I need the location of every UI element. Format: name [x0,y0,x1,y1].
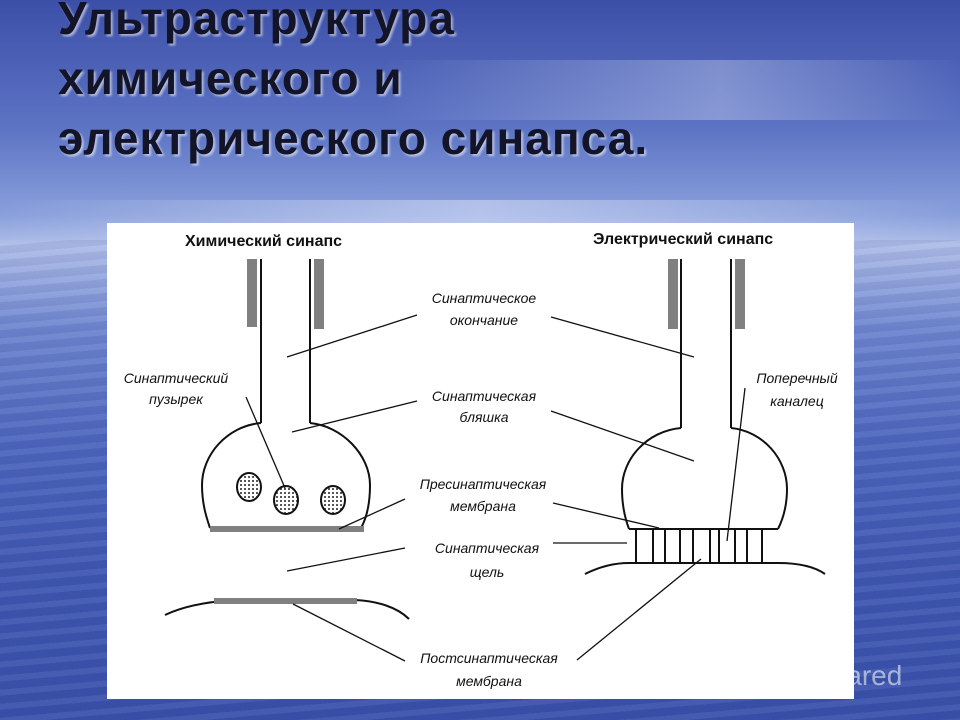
label-synaptic-vesicle: Синаптический [124,370,229,386]
diagram-panel: Химический синапс Электрический синапс [107,223,854,699]
label-presynaptic-membrane: Пресинаптическая [420,476,547,492]
label-postsynaptic-membrane: мембрана [456,673,522,689]
watermark: Shared [768,656,902,696]
leader-lines [245,314,746,662]
postsynaptic-membrane-chemical [214,598,357,604]
synaptic-vesicle [320,485,346,515]
transverse-channel [692,528,711,564]
myelin-bar-left [247,259,257,327]
watermark-text: Shared [812,660,903,691]
myelin-bar-right [735,259,745,329]
label-synaptic-terminal: Синаптическое [432,290,537,306]
synapse-diagram: Химический синапс Электрический синапс [124,231,838,689]
label-transverse-channel: Поперечный [756,370,837,386]
transverse-channel [746,528,763,564]
transverse-channel [635,528,654,564]
terminal-outline-right [730,427,789,530]
postsynaptic-outline-left [584,562,630,575]
myelin-bar-left [668,259,678,329]
presynaptic-membrane-chemical [210,526,364,532]
terminal-outline-left [200,422,262,529]
transverse-channel [664,528,681,564]
chemical-synapse-header: Химический синапс [185,233,342,250]
presentation-board-icon [769,660,803,693]
label-synaptic-terminal: окончание [450,312,518,328]
synaptic-vesicle [273,485,299,515]
label-synaptic-plaque: бляшка [460,409,509,425]
terminal-outline-left [620,427,682,530]
label-postsynaptic-membrane: Постсинаптическая [420,650,558,666]
postsynaptic-outline-right [777,562,826,575]
synaptic-vesicle [236,472,262,502]
slide-title: Ультраструктура химического и электричес… [58,0,649,164]
transverse-channel [718,528,736,564]
label-synaptic-plaque: Синаптическая [432,388,537,404]
label-synaptic-cleft: щель [470,564,505,580]
chemical-synapse [164,259,410,620]
label-synaptic-vesicle: пузырек [149,391,204,407]
electrical-synapse-header: Электрический синапс [593,231,773,248]
electrical-synapse [584,259,826,575]
label-transverse-channel: каналец [770,393,823,409]
label-presynaptic-membrane: мембрана [450,498,516,514]
myelin-bar-right [314,259,324,329]
label-synaptic-cleft: Синаптическая [435,540,540,556]
